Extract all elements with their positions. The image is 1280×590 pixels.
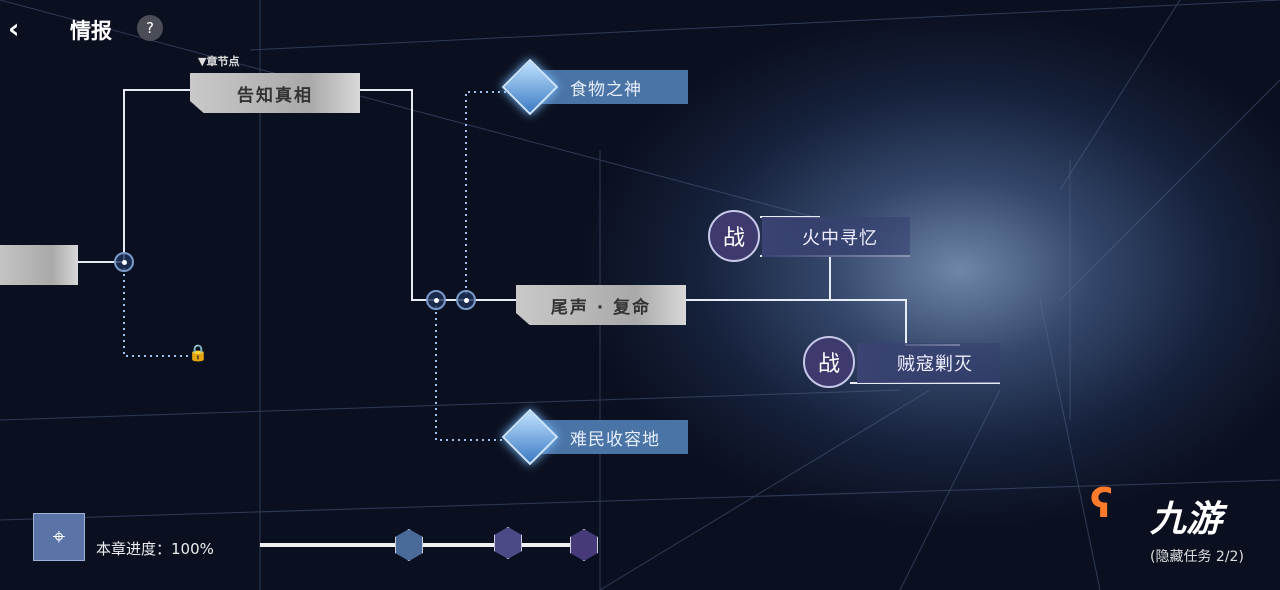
battle-icon: 战 — [803, 336, 855, 388]
junction-node — [456, 290, 476, 310]
node-epilogue[interactable]: 尾声 · 复命 — [516, 285, 686, 325]
help-button[interactable]: ? — [137, 15, 163, 41]
watermark-logo-icon: ʕ — [1090, 481, 1113, 527]
page-title: 情报 — [70, 19, 112, 43]
chapter-progress-label: 本章进度：100% — [96, 540, 214, 558]
lock-icon: 🔒 — [188, 343, 208, 362]
progress-bar — [260, 543, 595, 547]
hidden-tasks-count: (隐藏任务 2/2) — [1150, 549, 1244, 565]
node-bandit-suppression[interactable]: 贼寇剿灭 — [857, 343, 1000, 383]
node-reveal-truth[interactable]: 告知真相 — [190, 73, 360, 113]
junction-node — [114, 252, 134, 272]
watermark-text: 九游 — [1150, 499, 1223, 540]
back-arrow-icon[interactable]: ‹ — [8, 12, 20, 45]
map-pin-button[interactable]: ⌖ — [33, 513, 85, 561]
junction-node — [426, 290, 446, 310]
chapter-node-tag: ▼章节点 — [198, 55, 240, 68]
node-previous[interactable] — [0, 245, 78, 285]
node-fire-memory[interactable]: 火中寻忆 — [762, 217, 910, 257]
battle-icon: 战 — [708, 210, 760, 262]
